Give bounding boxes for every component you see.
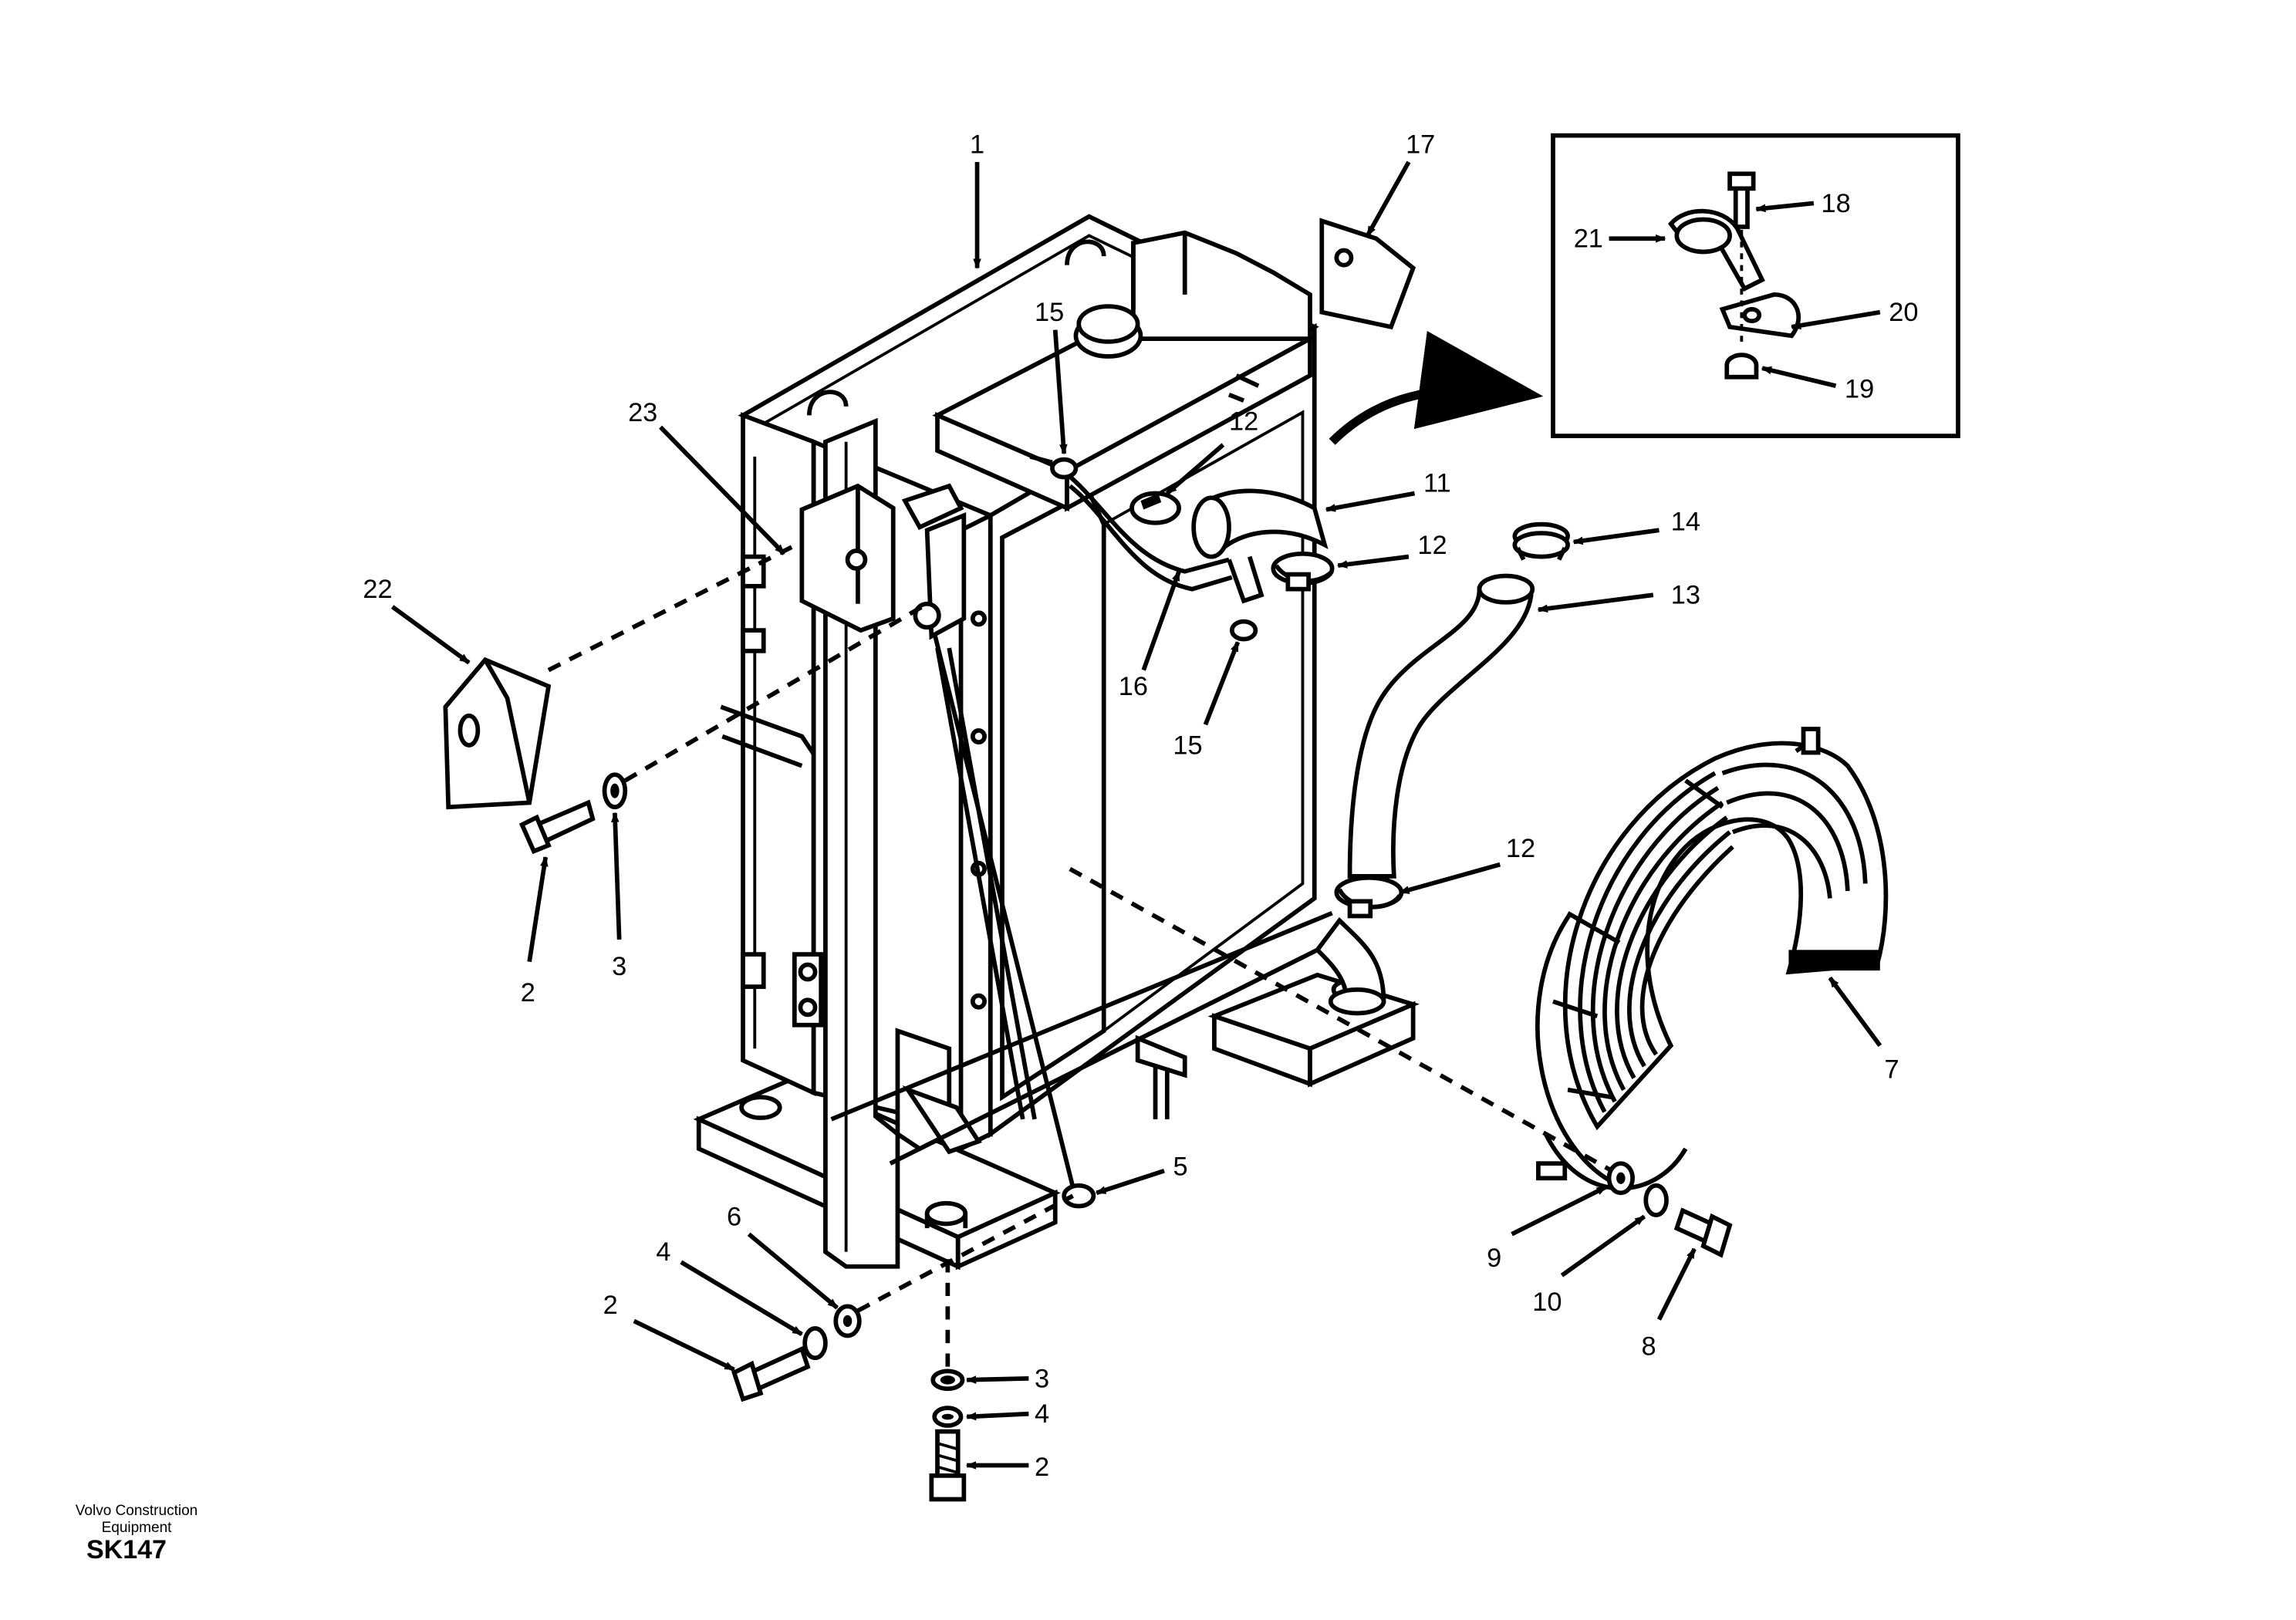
callout-17: 17 bbox=[1406, 130, 1435, 160]
clamp-12-lower bbox=[1334, 875, 1404, 919]
bolt-2-lower-left bbox=[731, 1345, 811, 1402]
washer-4-left bbox=[802, 1326, 828, 1361]
bolt-2-bottom bbox=[929, 1429, 967, 1502]
callout-2-lower: 2 bbox=[603, 1291, 618, 1320]
callout-22: 22 bbox=[363, 575, 392, 604]
washer-4-lower bbox=[932, 1406, 964, 1428]
callout-12-middle: 12 bbox=[1417, 531, 1447, 560]
callout-4-left: 4 bbox=[656, 1237, 670, 1267]
bolt-8 bbox=[1673, 1207, 1733, 1258]
bolt-2-upper-left bbox=[518, 799, 596, 855]
clamp-12-middle bbox=[1271, 551, 1335, 592]
callout-labels: 1 17 18 21 20 19 15 12 23 11 12 14 13 22… bbox=[363, 130, 1918, 1482]
callout-1: 1 bbox=[970, 130, 984, 160]
figure-code: SK147 bbox=[86, 1535, 167, 1564]
washer-9 bbox=[1606, 1161, 1635, 1196]
callout-2-bottom: 2 bbox=[1035, 1453, 1049, 1482]
callout-16: 16 bbox=[1119, 672, 1148, 701]
callout-9: 9 bbox=[1487, 1244, 1501, 1273]
manufacturer-line-1: Volvo Construction bbox=[75, 1503, 198, 1519]
washer-10 bbox=[1643, 1183, 1669, 1217]
callout-11: 11 bbox=[1423, 469, 1451, 498]
callout-23: 23 bbox=[628, 398, 657, 427]
callout-4-lower: 4 bbox=[1035, 1399, 1049, 1429]
inset-clamp-20 bbox=[1719, 292, 1801, 339]
callout-12-upper: 12 bbox=[1229, 407, 1258, 436]
callout-21: 21 bbox=[1574, 224, 1603, 254]
callout-13: 13 bbox=[1671, 581, 1700, 610]
callout-2-upper: 2 bbox=[521, 978, 535, 1007]
lower-hose-13 bbox=[1347, 573, 1535, 879]
washer-3-upper bbox=[602, 772, 628, 810]
callout-3-lower: 3 bbox=[1035, 1364, 1049, 1393]
callout-18: 18 bbox=[1821, 189, 1850, 218]
bracket-23 bbox=[799, 483, 896, 633]
washer-3-lower bbox=[930, 1369, 965, 1392]
assembly-lines bbox=[547, 539, 1613, 1370]
bracket-17 bbox=[1319, 218, 1416, 330]
nut-6 bbox=[833, 1304, 862, 1338]
callout-7: 7 bbox=[1885, 1055, 1899, 1084]
inset-clamp-21 bbox=[1668, 208, 1765, 292]
callout-15-lower: 15 bbox=[1173, 731, 1202, 760]
manufacturer-line-2: Equipment bbox=[101, 1520, 172, 1536]
fan-guard bbox=[1535, 727, 1889, 1191]
manufacturer-credit: Volvo Construction Equipment bbox=[48, 1503, 225, 1537]
callout-5: 5 bbox=[1173, 1152, 1187, 1181]
leader-lines bbox=[390, 160, 1882, 1470]
callout-8: 8 bbox=[1642, 1331, 1656, 1361]
callout-6: 6 bbox=[727, 1202, 741, 1231]
clamp-15-lower bbox=[1229, 619, 1258, 642]
lower-outlet bbox=[1314, 916, 1386, 1016]
clamp-14 bbox=[1512, 521, 1570, 561]
callout-15-upper: 15 bbox=[1035, 298, 1064, 327]
clamp-15-upper bbox=[1029, 454, 1079, 480]
callout-3-upper: 3 bbox=[612, 952, 626, 981]
detail-inset bbox=[1551, 133, 1960, 438]
callout-20: 20 bbox=[1889, 298, 1918, 327]
inset-pointer-arrow bbox=[1329, 330, 1544, 445]
hose-clamps bbox=[1029, 454, 1570, 919]
bracket-22 bbox=[443, 656, 552, 810]
callout-14: 14 bbox=[1671, 507, 1700, 536]
inset-nut-19 bbox=[1724, 353, 1759, 380]
brace-rod bbox=[913, 601, 1096, 1209]
clamp-12-upper bbox=[1129, 491, 1181, 525]
callout-10: 10 bbox=[1532, 1288, 1562, 1317]
callout-12-lower: 12 bbox=[1506, 834, 1535, 863]
inset-bolt-18 bbox=[1727, 171, 1756, 229]
callout-19: 19 bbox=[1845, 374, 1874, 403]
upper-hose-11 bbox=[1191, 488, 1329, 559]
